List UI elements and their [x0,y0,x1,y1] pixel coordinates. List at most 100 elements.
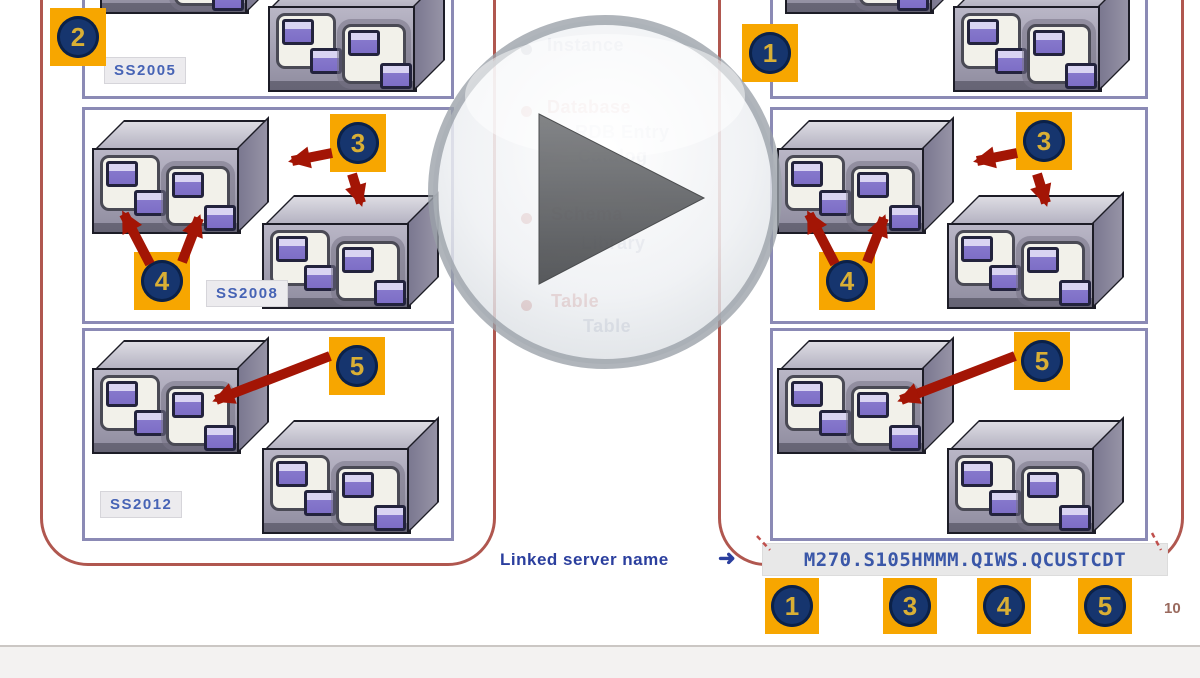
database-icon [380,63,412,89]
database-tile [955,230,1021,291]
database-icon [134,410,166,436]
server-box [92,148,241,234]
database-tile [785,375,851,436]
database-icon [212,0,244,11]
server-box [262,223,411,309]
database-tile [1021,466,1091,531]
server-box [100,0,249,14]
database-icon [310,48,342,74]
database-icon [1059,505,1091,531]
database-icon [204,425,236,451]
database-icon [897,0,929,11]
linked-server-name: M270.S105HMMM.QIWS.QCUSTCDT [803,548,1127,571]
slide-page-number: 10 [1164,600,1181,617]
database-tile [851,166,921,231]
database-icon [172,392,204,418]
database-tile [955,455,1021,516]
database-tile [342,24,412,89]
step-badge: 3 [330,114,386,172]
database-icon [204,205,236,231]
badge-number: 5 [336,345,378,387]
database-icon [348,30,380,56]
database-icon [857,172,889,198]
footer-badge: 4 [977,578,1031,634]
server-box [262,448,411,534]
database-icon [342,472,374,498]
database-tile [270,230,336,291]
database-tile [336,241,406,306]
database-icon [342,247,374,273]
database-icon [1059,280,1091,306]
database-tile [1027,24,1097,89]
linked-server-name-box: M270.S105HMMM.QIWS.QCUSTCDT [762,543,1168,576]
step-badge: 1 [742,24,798,82]
play-button[interactable] [433,20,777,364]
database-tile [1021,241,1091,306]
server-box [777,148,926,234]
database-tile [851,386,921,451]
database-icon [134,190,166,216]
database-icon [967,19,999,45]
database-tile [859,0,929,11]
badge-number: 3 [337,122,379,164]
step-badge: 4 [134,252,190,310]
badge-number: 4 [983,585,1025,627]
badge-number: 3 [1023,120,1065,162]
database-icon [276,461,308,487]
database-tile [961,13,1027,74]
server-box [268,6,417,92]
footer-badge: 3 [883,578,937,634]
database-tile [785,155,851,216]
badge-number: 5 [1021,340,1063,382]
label-ss2012: SS2012 [100,491,183,518]
step-badge: 5 [1014,332,1070,390]
database-icon [961,461,993,487]
database-tile [174,0,244,11]
linked-server-caption: Linked server name [500,550,669,569]
database-icon [889,425,921,451]
database-tile [166,386,236,451]
database-tile [276,13,342,74]
server-box [785,0,934,14]
database-icon [1065,63,1097,89]
database-icon [304,265,336,291]
database-icon [819,410,851,436]
badge-number: 3 [889,585,931,627]
server-box [953,6,1102,92]
badge-number: 5 [1084,585,1126,627]
step-badge: 2 [50,8,106,66]
database-icon [989,490,1021,516]
database-icon [282,19,314,45]
label-ss2008: SS2008 [206,280,289,307]
database-icon [857,392,889,418]
database-tile [336,466,406,531]
badge-number: 4 [141,260,183,302]
database-icon [1027,472,1059,498]
badge-number: 1 [771,585,813,627]
right-arrow-icon: ➜ [718,547,736,570]
page-bottom-bar [0,645,1200,678]
server-box [777,368,926,454]
server-box [947,448,1096,534]
database-tile [166,166,236,231]
label-ss2005: SS2005 [104,57,187,84]
footer-badge: 1 [765,578,819,634]
database-icon [172,172,204,198]
database-tile [100,375,166,436]
footer-badge: 5 [1078,578,1132,634]
database-icon [304,490,336,516]
step-badge: 4 [819,252,875,310]
step-badge: 5 [329,337,385,395]
step-badge: 3 [1016,112,1072,170]
database-icon [1033,30,1065,56]
database-tile [100,155,166,216]
database-tile [270,455,336,516]
database-icon [989,265,1021,291]
badge-number: 4 [826,260,868,302]
server-box [947,223,1096,309]
database-icon [995,48,1027,74]
database-icon [1027,247,1059,273]
badge-number: 2 [57,16,99,58]
badge-number: 1 [749,32,791,74]
database-icon [106,381,138,407]
